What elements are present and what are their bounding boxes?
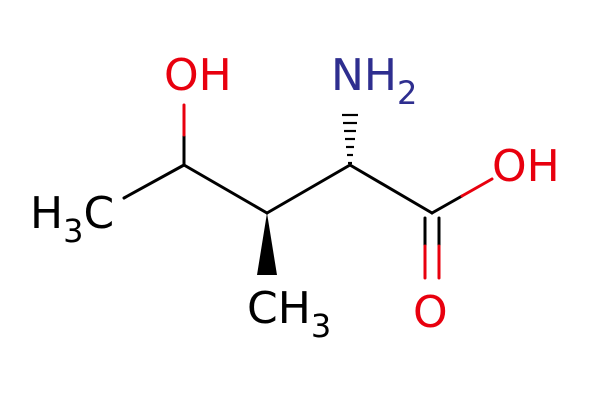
atom-o-carbonyl: O [413, 287, 448, 338]
wedge-bond-c3-ch3 [257, 213, 277, 275]
atom-ch3-left: H3C [30, 188, 114, 250]
bond-c3-c2 [265, 163, 352, 215]
bond-c1-o-double [423, 216, 441, 280]
bond-c4-c3 [182, 163, 269, 215]
atom-oh-acid: OH [492, 141, 560, 192]
bond-c1-oh [430, 177, 494, 215]
atom-ch3-bottom: CH3 [247, 283, 331, 345]
bond-c5-c4 [122, 163, 186, 200]
bond-skeleton [122, 163, 434, 215]
atom-nh2: NH2 [331, 50, 417, 112]
atom-oh-hydroxyl: OH [164, 50, 232, 101]
bond-c2-c1 [348, 163, 434, 215]
hashed-wedge-c2-nh2 [342, 113, 358, 165]
